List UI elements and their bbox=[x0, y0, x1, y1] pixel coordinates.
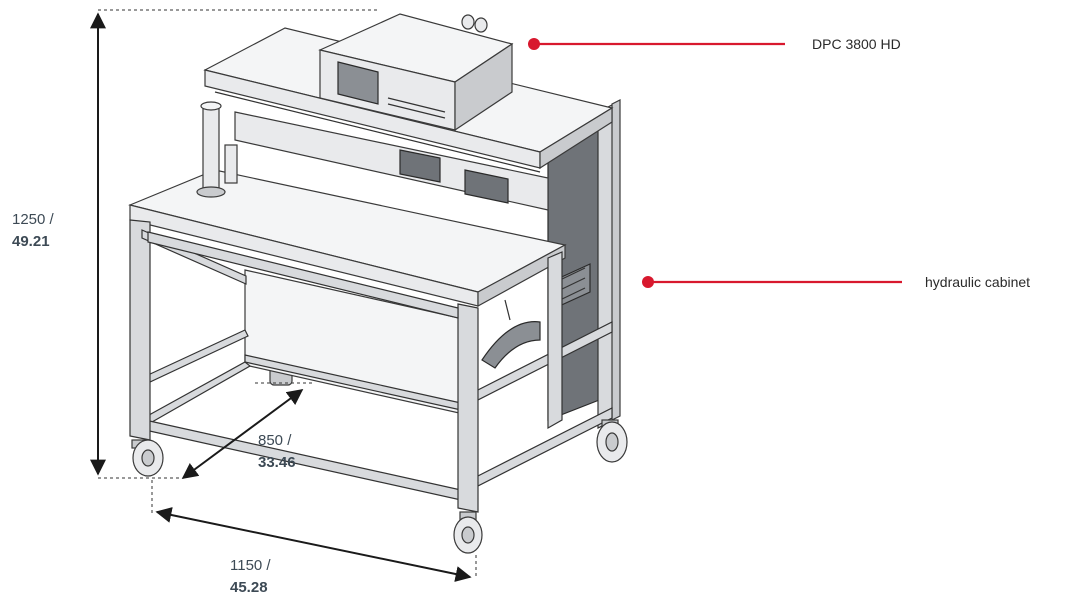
depth-mm-label: 850 / bbox=[258, 432, 292, 449]
front-left-caster bbox=[131, 439, 164, 477]
callout-hydraulic: hydraulic cabinet bbox=[642, 274, 1030, 290]
depth-dimension bbox=[181, 382, 315, 479]
callout-hydraulic-label: hydraulic cabinet bbox=[925, 274, 1030, 290]
clamp-fixture bbox=[196, 101, 238, 198]
width-mm-label: 1150 / bbox=[230, 557, 271, 574]
rear-right-caster bbox=[596, 419, 628, 463]
power-strip bbox=[234, 111, 549, 211]
height-mm-label: 1250 / bbox=[12, 211, 55, 228]
foot-pedal bbox=[481, 299, 541, 369]
width-dimension bbox=[151, 480, 477, 582]
device-knobs bbox=[461, 14, 488, 33]
height-dimension bbox=[90, 9, 380, 479]
width-inch-label: 45.28 bbox=[230, 579, 268, 596]
callout-dpc-label: DPC 3800 HD bbox=[812, 36, 901, 52]
depth-inch-label: 33.46 bbox=[258, 454, 296, 471]
callout-dpc: DPC 3800 HD bbox=[528, 36, 901, 52]
desk-top bbox=[128, 169, 567, 308]
dpc-device bbox=[318, 13, 514, 132]
workstation-illustration bbox=[128, 13, 628, 554]
front-right-caster bbox=[453, 511, 483, 554]
height-inch-label: 49.21 bbox=[12, 233, 50, 250]
